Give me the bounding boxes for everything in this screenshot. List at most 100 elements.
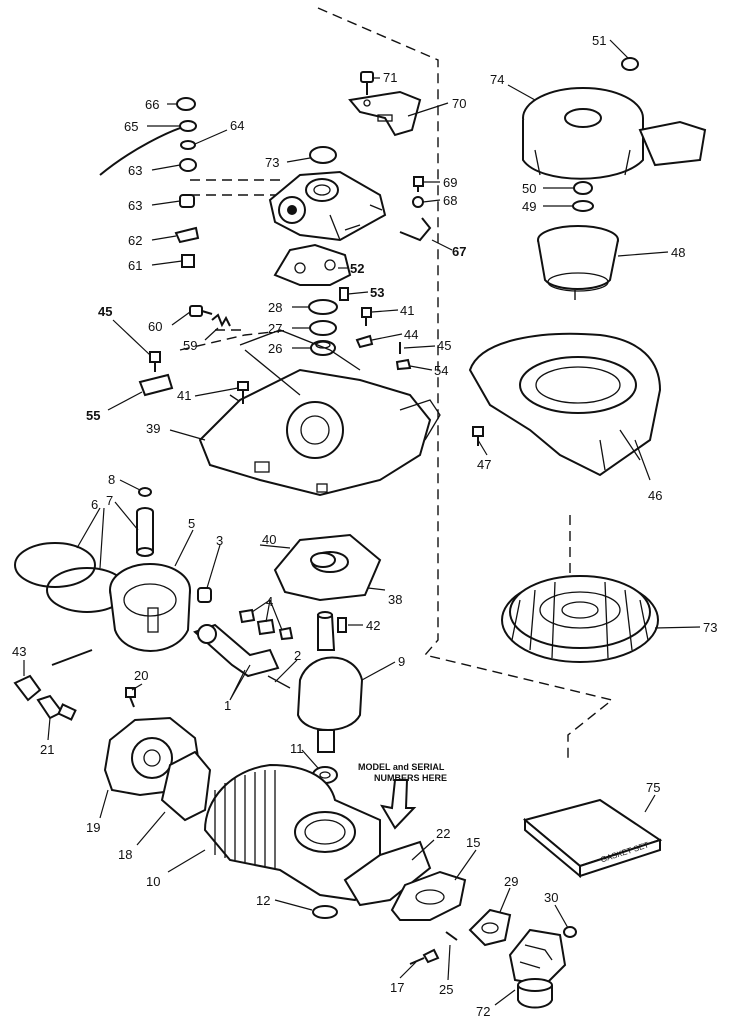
label-73a: 73 (265, 155, 279, 170)
starter-cup-48 (537, 225, 619, 292)
ring-26 (310, 340, 336, 356)
label-46: 46 (648, 488, 662, 503)
label-8: 8 (108, 472, 115, 487)
plate-55 (138, 373, 174, 397)
screw-45-left (149, 351, 161, 372)
label-45a: 45 (98, 304, 112, 319)
label-6: 6 (91, 497, 98, 512)
nut-50 (573, 181, 593, 195)
piston-rings-6 (14, 542, 128, 613)
model-serial-callout: MODEL and SERIAL NUMBERS HERE (358, 762, 447, 783)
label-45b: 45 (437, 338, 451, 353)
blower-housing-46 (468, 332, 662, 477)
label-29: 29 (504, 874, 518, 889)
label-63b: 63 (128, 198, 142, 213)
nut-66 (176, 97, 196, 111)
wrist-pin-7 (136, 507, 154, 557)
label-10: 10 (146, 874, 160, 889)
recoil-starter-74 (522, 87, 707, 180)
crankshaft-9 (296, 611, 364, 753)
key-42 (337, 617, 347, 633)
label-12: 12 (256, 893, 270, 908)
label-51: 51 (592, 33, 606, 48)
gasket-22 (343, 840, 432, 907)
label-19: 19 (86, 820, 100, 835)
pin-53 (339, 287, 349, 301)
label-27: 27 (268, 321, 282, 336)
label-55: 55 (86, 408, 100, 423)
clip-62 (174, 226, 200, 244)
label-71: 71 (383, 70, 397, 85)
bearing-3 (197, 587, 212, 603)
washer-64 (180, 140, 196, 150)
label-11: 11 (290, 741, 304, 756)
label-59: 59 (183, 338, 197, 353)
carburetor-upper-73 (268, 146, 387, 242)
label-38: 38 (388, 592, 402, 607)
screw-41-left (237, 381, 249, 404)
label-43: 43 (12, 644, 26, 659)
label-39: 39 (146, 421, 160, 436)
label-67: 67 (452, 244, 466, 259)
label-21: 21 (40, 742, 54, 757)
label-50: 50 (522, 181, 536, 196)
label-68: 68 (443, 193, 457, 208)
label-62: 62 (128, 233, 142, 248)
label-2: 2 (294, 648, 301, 663)
screw-71 (360, 71, 374, 95)
label-75: 75 (646, 780, 660, 795)
cylinder-block-10 (203, 763, 381, 902)
screw-2 (267, 675, 291, 689)
seal-40 (310, 552, 336, 568)
ring-27 (309, 320, 337, 336)
bolt-61 (181, 254, 195, 268)
label-66: 66 (145, 97, 159, 112)
label-25: 25 (439, 982, 453, 997)
screw-69 (413, 176, 424, 192)
label-3: 3 (216, 533, 223, 548)
label-74: 74 (490, 72, 504, 87)
label-26: 26 (268, 341, 282, 356)
lever-67 (399, 217, 432, 242)
throttle-bracket-70 (348, 90, 422, 137)
gasket-18 (160, 750, 212, 822)
label-42: 42 (366, 618, 380, 633)
label-72: 72 (476, 1004, 490, 1019)
insulator-15 (390, 870, 467, 921)
spring-59 (211, 313, 231, 328)
gasket-12 (312, 905, 338, 919)
clip-8 (138, 487, 152, 497)
spark-plug-21 (36, 694, 77, 721)
nut-30 (563, 926, 577, 938)
ring-28 (308, 299, 338, 315)
callout-arrow (379, 779, 417, 830)
label-5: 5 (188, 516, 195, 531)
screw-60 (189, 305, 213, 317)
label-15: 15 (466, 835, 480, 850)
label-49: 49 (522, 199, 536, 214)
gasket-set-box-75 (522, 798, 663, 879)
label-65: 65 (124, 119, 138, 134)
label-40: 40 (262, 532, 276, 547)
spacer-63b (179, 194, 195, 208)
screw-47 (472, 426, 484, 446)
label-20: 20 (134, 668, 148, 683)
label-30: 30 (544, 890, 558, 905)
label-22: 22 (436, 826, 450, 841)
label-47: 47 (477, 457, 491, 472)
base-plate-39 (198, 329, 441, 497)
callout-line-2: NUMBERS HERE (374, 773, 447, 783)
screw-41-right (361, 307, 372, 326)
pin-25 (445, 931, 458, 941)
part-54 (395, 358, 412, 371)
label-64: 64 (230, 118, 244, 133)
nut-68 (412, 196, 424, 208)
screw-20 (125, 687, 136, 708)
callout-line-1: MODEL and SERIAL (358, 762, 445, 772)
connecting-rod-1 (193, 623, 280, 678)
label-4: 4 (266, 594, 273, 609)
label-9: 9 (398, 654, 405, 669)
label-73b: 73 (703, 620, 717, 635)
washer-49 (572, 200, 594, 212)
